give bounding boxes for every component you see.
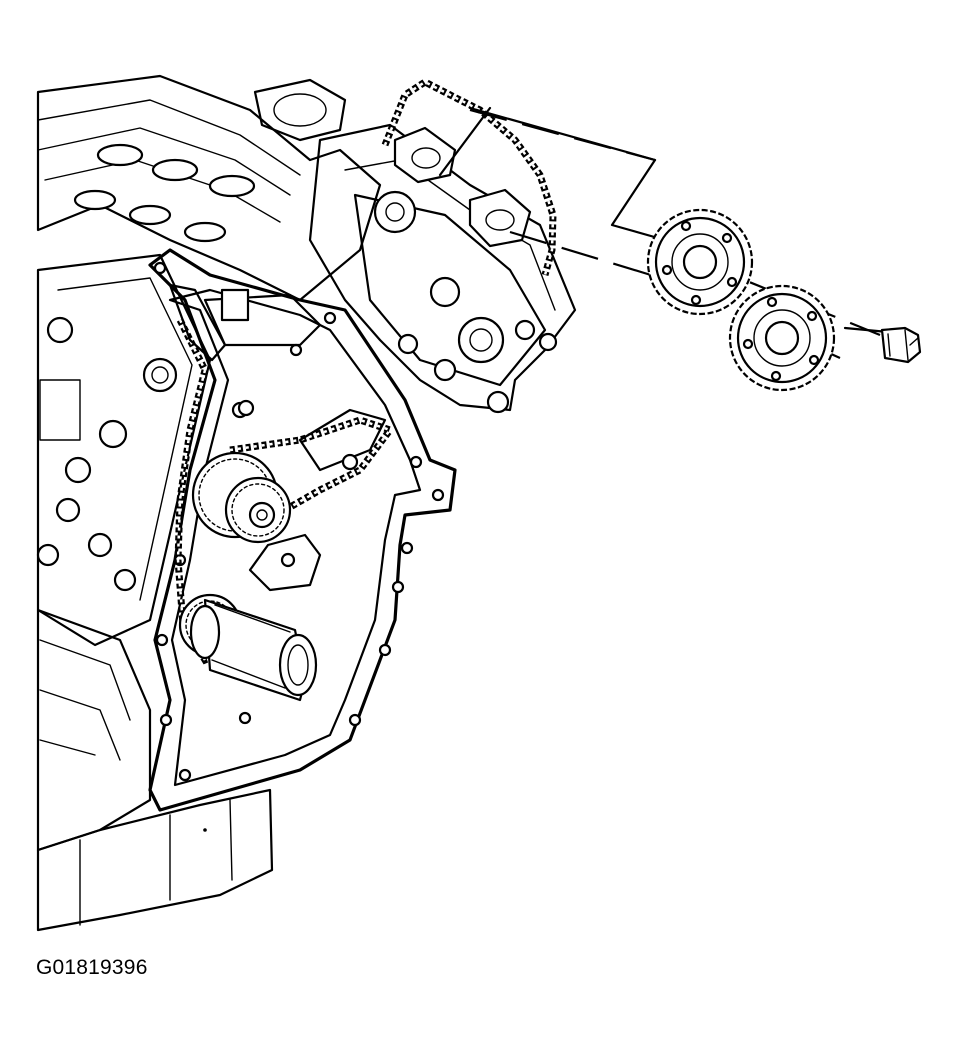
- right-cylinder-head: [308, 123, 577, 414]
- intermediate-sprocket: [191, 451, 322, 592]
- upper-camshaft-sprocket: [646, 208, 754, 316]
- engine-block: [36, 74, 382, 932]
- figure-caption: G01819396: [36, 956, 148, 979]
- lower-camshaft-sprocket: [728, 284, 836, 392]
- sprocket-bolt: [843, 326, 922, 364]
- crankshaft-sprocket: [178, 593, 318, 702]
- timing-chain: [174, 77, 557, 665]
- chain-guide: [168, 283, 387, 472]
